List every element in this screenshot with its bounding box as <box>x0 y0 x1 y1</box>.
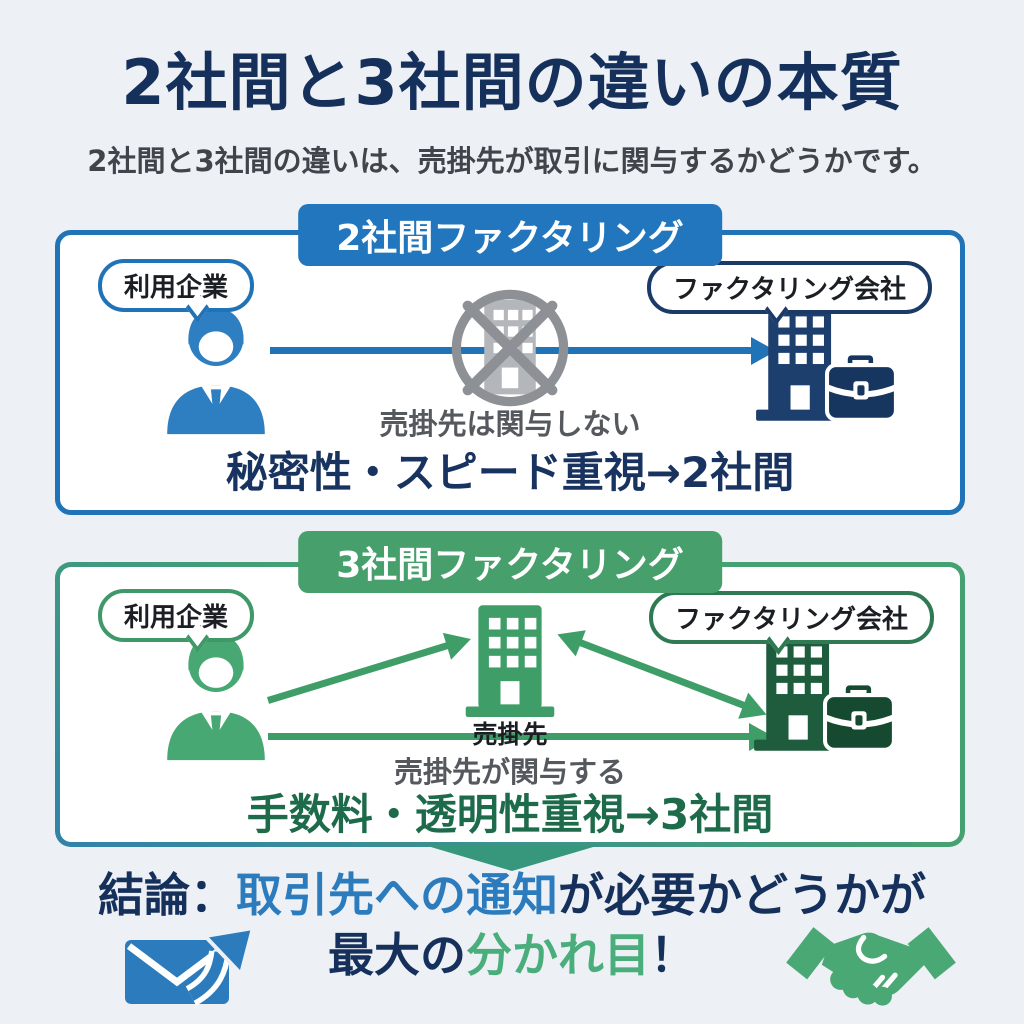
office-briefcase-icon <box>756 304 898 422</box>
factoring-company-bubble: ファクタリング会社 <box>647 261 932 314</box>
office-briefcase-icon <box>754 634 896 752</box>
conclusion-middle: が必要かどうかが <box>558 868 926 922</box>
user-company-bubble: 利用企業 <box>98 259 255 312</box>
user-company-bubble: 利用企業 <box>98 589 255 642</box>
crossed-building-icon <box>451 289 569 407</box>
factoring-company-bubble: ファクタリング会社 <box>649 591 934 644</box>
three-party-summary: 手数料・透明性重視→3社間 <box>246 790 774 839</box>
two-party-note: 売掛先は関与しない <box>379 407 641 441</box>
divider-notch <box>424 845 600 871</box>
debtor-label: 売掛先 <box>472 720 548 749</box>
conclusion-highlight-green: 分かれ目 <box>466 927 650 982</box>
two-party-summary: 秘密性・スピード重視→2社間 <box>225 448 795 497</box>
send-mail-icon <box>125 926 256 1006</box>
three-party-panel: 3社間ファクタリング 利用企業 <box>55 531 965 847</box>
conclusion-line2: 最大の分かれ目！ <box>0 926 1024 986</box>
handshake-icon <box>786 927 956 1006</box>
arrow-user-to-debtor-icon <box>266 642 449 704</box>
conclusion-line2-end: ！ <box>650 927 696 982</box>
conclusion-text: 結論：取引先への通知が必要かどうかが 最大の分かれ目！ <box>0 866 1024 986</box>
conclusion-prefix: 結論： <box>98 868 236 922</box>
conclusion-line2-start: 最大の <box>328 927 466 982</box>
building-icon <box>465 605 555 717</box>
two-party-panel: 2社間ファクタリング 利用企業 <box>55 204 965 515</box>
three-party-note: 売掛先が関与する <box>393 755 626 789</box>
conclusion-line1: 結論：取引先への通知が必要かどうかが <box>0 866 1024 926</box>
arrow-debtor-factor-bidirectional-icon <box>578 639 746 709</box>
arrow-user-to-factor-icon <box>268 733 750 740</box>
businessman-icon <box>167 308 265 435</box>
page-subtitle: 2社間と3社間の違いは、売掛先が取引に関与するかどうかです。 <box>87 144 937 178</box>
three-party-badge: 3社間ファクタリング <box>298 531 722 593</box>
page-title: 2社間と3社間の違いの本質 <box>121 46 903 119</box>
conclusion-highlight-blue: 取引先への通知 <box>236 868 558 922</box>
two-party-badge: 2社間ファクタリング <box>298 204 722 266</box>
